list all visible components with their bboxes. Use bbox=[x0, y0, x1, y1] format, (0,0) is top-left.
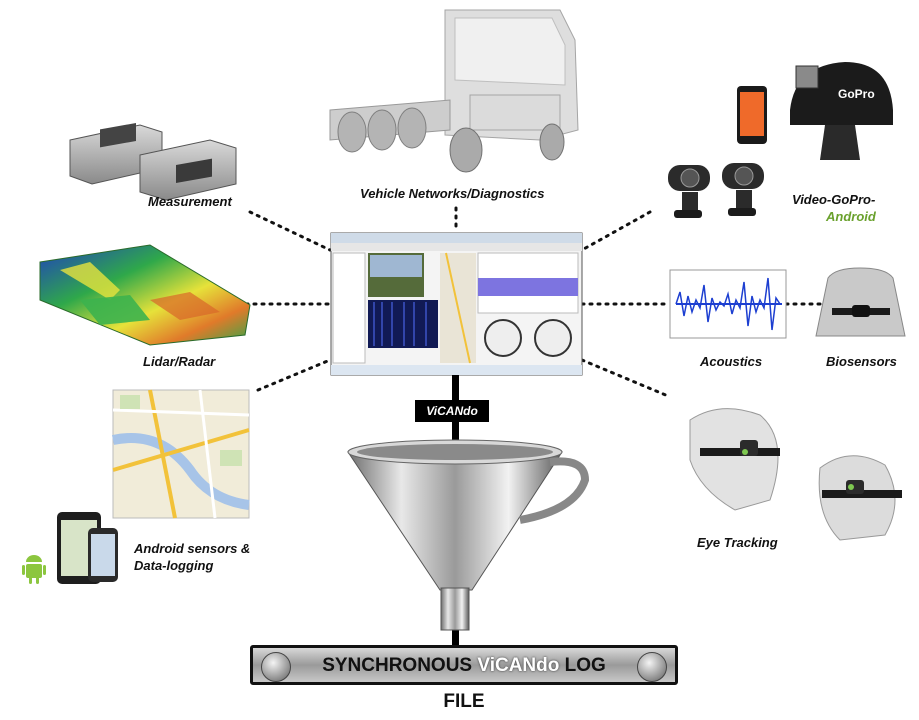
label-android-line2: Data-logging bbox=[134, 558, 214, 573]
label-android-line1: Android sensors & bbox=[134, 541, 251, 556]
connector-measurement bbox=[248, 210, 332, 252]
sync-icon-left bbox=[261, 652, 291, 682]
lidar-surface bbox=[39, 244, 251, 346]
connector-eye bbox=[580, 358, 670, 398]
connector-android bbox=[256, 358, 332, 392]
log-file-title: SYNCHRONOUS ViCANdo LOG FILE bbox=[303, 648, 625, 720]
log-file-prefix: SYNCHRONOUS bbox=[322, 655, 478, 676]
connector-lines bbox=[236, 206, 822, 398]
eye-tracking-heads bbox=[689, 408, 902, 541]
vicando-app-screenshot bbox=[330, 232, 583, 376]
vicando-tag: ViCANdo bbox=[415, 400, 489, 422]
city-map bbox=[111, 389, 250, 519]
label-biosensors: Biosensors bbox=[826, 354, 897, 369]
webcam-left bbox=[668, 165, 710, 218]
gopro-logo: GoPro bbox=[838, 87, 875, 101]
log-file-accent: ViCANdo bbox=[477, 655, 560, 676]
measurement-devices bbox=[69, 123, 237, 201]
label-vehicle-networks: Vehicle Networks/Diagnostics bbox=[360, 186, 545, 201]
webcam-right bbox=[722, 163, 764, 216]
connector-bar-bottom bbox=[452, 628, 459, 648]
log-file-banner: SYNCHRONOUS ViCANdo LOG FILE bbox=[250, 645, 678, 712]
video-devices: GoPro bbox=[668, 62, 893, 218]
truck-illustration bbox=[329, 9, 579, 173]
funnel bbox=[347, 439, 590, 631]
label-video-line2: Android bbox=[826, 209, 876, 224]
android-robot-icon bbox=[22, 555, 46, 584]
label-acoustics: Acoustics bbox=[700, 354, 763, 369]
sync-icon-right bbox=[637, 652, 667, 682]
diagram-canvas: GoPro bbox=[22, 9, 906, 648]
label-eye-tracking: Eye Tracking bbox=[697, 535, 778, 550]
label-measurement: Measurement bbox=[148, 194, 232, 209]
acoustics-waveform bbox=[669, 269, 787, 339]
connector-video bbox=[580, 210, 652, 252]
biosensor-torso bbox=[815, 267, 906, 337]
android-devices bbox=[22, 512, 118, 584]
label-video-line1: Video-GoPro- bbox=[792, 192, 876, 207]
label-lidar: Lidar/Radar bbox=[143, 354, 216, 369]
